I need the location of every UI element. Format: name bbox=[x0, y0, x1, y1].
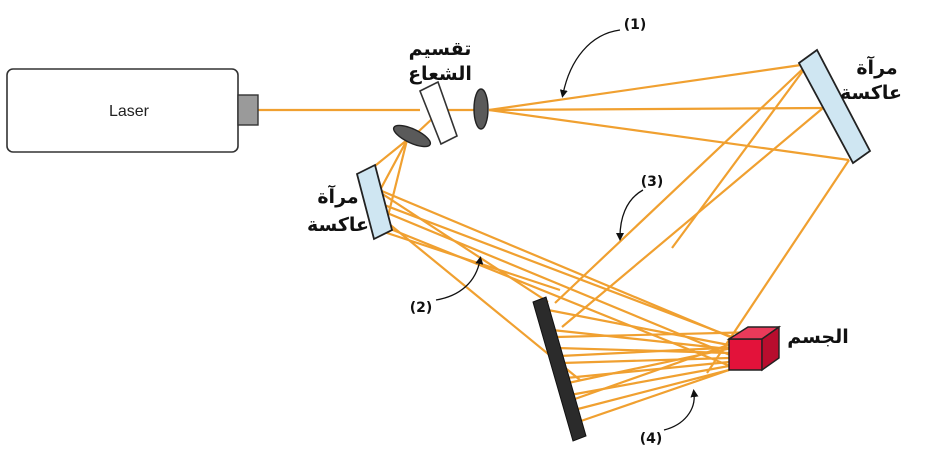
arrow-ray-3 bbox=[616, 189, 644, 241]
laser-aperture bbox=[237, 94, 259, 126]
laser-label: Laser bbox=[109, 103, 150, 120]
photographic-plate bbox=[532, 296, 587, 442]
ray-2-label: (2) bbox=[410, 300, 433, 316]
ray-4-label: (4) bbox=[640, 431, 663, 447]
beam-splitter bbox=[418, 80, 458, 146]
beam-segment bbox=[554, 63, 809, 304]
beam-segment bbox=[551, 328, 730, 351]
mirror-right-glass bbox=[797, 48, 872, 165]
beam-splitter-label-line2: الشعاع bbox=[408, 63, 472, 85]
beam-segment bbox=[569, 364, 730, 397]
arrow-ray-2 bbox=[435, 256, 484, 301]
beam-segment bbox=[374, 206, 731, 357]
object-cube bbox=[726, 325, 782, 372]
beam-segment bbox=[488, 108, 850, 162]
beam-splitter-plate bbox=[418, 80, 458, 146]
ray-3-label: (3) bbox=[641, 174, 664, 190]
diverging-lens-lower bbox=[392, 124, 432, 148]
mirror-left bbox=[355, 163, 394, 241]
mirror-left-label-line1: مرآة bbox=[317, 184, 358, 208]
mirror-left-label-line2: عاكسة bbox=[307, 214, 369, 236]
beam-segment bbox=[488, 62, 809, 112]
beam-segment bbox=[370, 198, 741, 342]
beam-segment bbox=[417, 117, 434, 133]
object-cube-front bbox=[728, 338, 763, 371]
beam-segment bbox=[556, 346, 730, 355]
beam-segment bbox=[488, 106, 824, 112]
mirror-left-glass bbox=[355, 163, 394, 241]
mirror-right-label-line2: عاكسة bbox=[840, 82, 902, 104]
diverging-lens-upper bbox=[473, 88, 489, 130]
arrow-ray-4 bbox=[663, 389, 699, 431]
beam-segment bbox=[577, 368, 730, 424]
beam-segment bbox=[364, 182, 736, 341]
mirror-right bbox=[797, 48, 872, 165]
beam-segment bbox=[561, 107, 824, 328]
arrow-ray-1 bbox=[559, 29, 621, 98]
beam-segment bbox=[555, 330, 761, 339]
object-cube-side bbox=[761, 325, 780, 372]
beam-splitter-label-line1: تقسيم bbox=[409, 38, 472, 60]
beam-segment bbox=[547, 308, 730, 347]
mirror-right-label-line1: مرآة bbox=[856, 55, 897, 79]
laser-source: Laser bbox=[6, 68, 259, 153]
laser-beams bbox=[258, 62, 850, 424]
beam-segment bbox=[573, 368, 730, 412]
beam-segment bbox=[671, 63, 809, 249]
object-label: الجسم bbox=[787, 326, 849, 348]
beam-segment bbox=[565, 360, 730, 380]
beam-segment bbox=[561, 356, 730, 365]
ray-1-label: (1) bbox=[624, 17, 647, 33]
